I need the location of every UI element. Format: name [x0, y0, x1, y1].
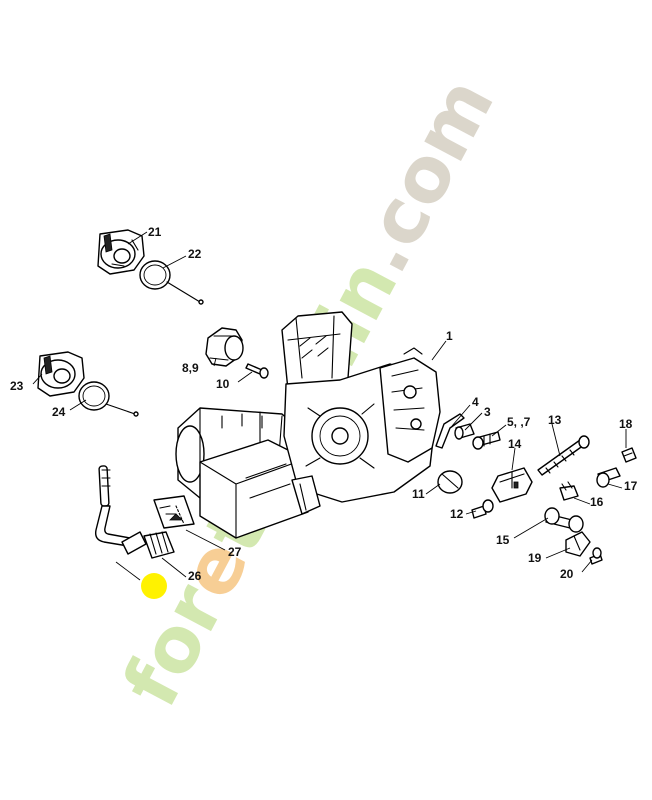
callout-10: 10	[216, 377, 230, 391]
callout-11: 11	[412, 487, 425, 501]
callout-18: 18	[619, 417, 633, 431]
part-1-crankcase	[175, 311, 441, 539]
callout-22: 22	[188, 247, 202, 261]
part-19-chain-catcher	[565, 531, 591, 557]
part-18-clip	[621, 447, 637, 463]
part-21-oil-pump	[97, 229, 145, 275]
part-23-oil-pump	[37, 351, 85, 397]
part-3-sleeve	[454, 423, 475, 440]
callout-26: 26	[188, 569, 202, 583]
part-20-screw	[589, 547, 603, 565]
callout-12: 12	[450, 507, 464, 521]
callout-labels: 21 22 23 24 8,9 10 1 4 3 5, ,7 13 18 14 …	[10, 225, 638, 583]
part-10-screw	[245, 363, 269, 379]
callout-24: 24	[52, 405, 66, 419]
callout-3: 3	[484, 405, 491, 419]
part-17-adjusting-screw	[596, 467, 621, 488]
part-22-worm-gear	[139, 260, 204, 305]
watermark-part-com: .com	[336, 63, 511, 286]
callout-14: 14	[508, 437, 522, 451]
callout-5-7: 5, ,7	[507, 415, 531, 429]
part-26-oil-suction-hose	[94, 465, 175, 559]
callout-15: 15	[496, 533, 510, 547]
callout-17: 17	[624, 479, 638, 493]
part-15-bar-stud	[544, 507, 584, 533]
part-24-worm-gear	[78, 381, 139, 417]
part-5-7-collar-stud	[472, 431, 501, 450]
part-16-spiked-screw	[559, 481, 579, 501]
callout-23: 23	[10, 379, 24, 393]
part-13-bolt	[537, 435, 590, 476]
part-11-plug	[437, 470, 463, 494]
callout-8-9: 8,9	[182, 361, 199, 375]
callout-1: 1	[446, 329, 453, 343]
callout-21: 21	[148, 225, 162, 239]
highlight-marker	[141, 573, 167, 599]
callout-19: 19	[528, 551, 542, 565]
callout-27: 27	[228, 545, 242, 559]
part-8-9-annular-buffer	[205, 327, 244, 367]
part-12-screw	[471, 499, 494, 519]
part-27-label-plate	[153, 495, 195, 529]
leader-lines	[32, 231, 627, 581]
callout-20: 20	[560, 567, 574, 581]
callout-4: 4	[472, 395, 479, 409]
callout-13: 13	[548, 413, 562, 427]
callout-16: 16	[590, 495, 604, 509]
part-4-spring-pin	[435, 413, 465, 449]
part-14-chain-tensioner	[491, 467, 533, 503]
